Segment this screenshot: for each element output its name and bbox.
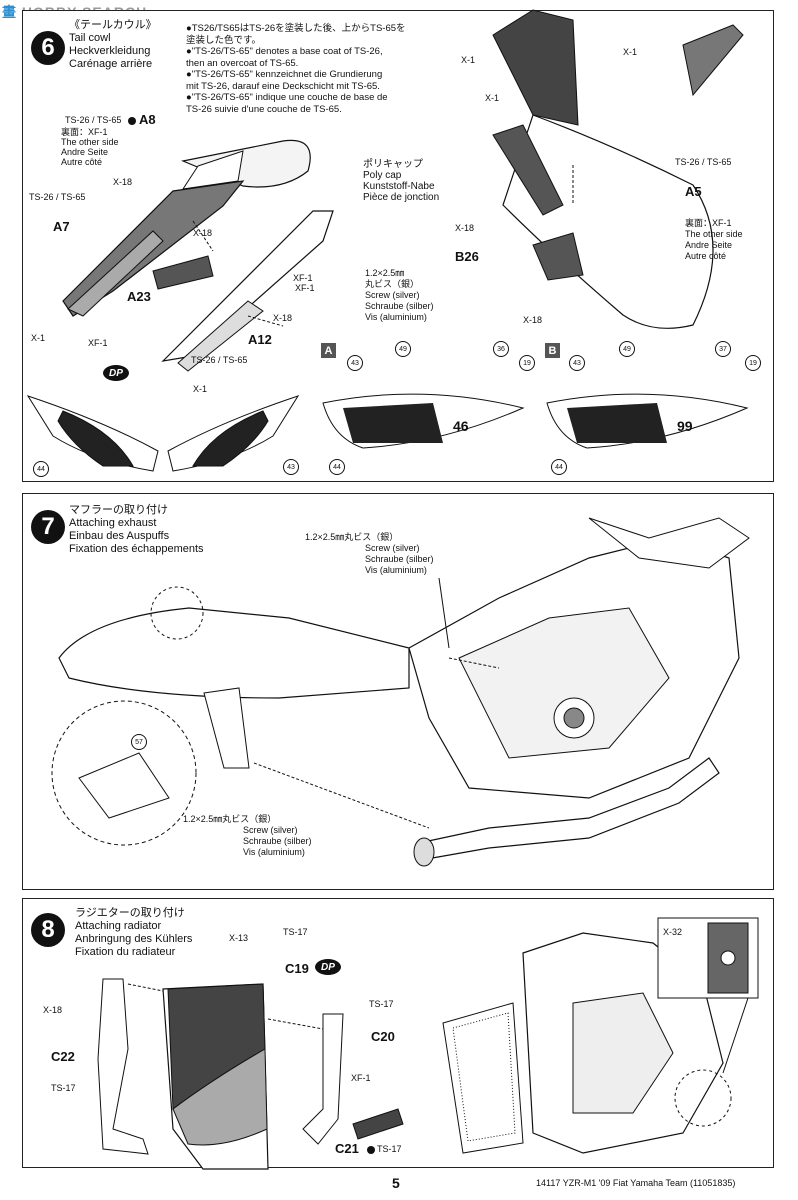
c21-paint-dot <box>367 1146 375 1154</box>
decal-a-43: 43 <box>347 355 363 371</box>
x18-label-d: X-18 <box>455 223 475 233</box>
ts17-label-b: TS-17 <box>369 999 394 1009</box>
decal-44-side: 44 <box>33 461 49 477</box>
screw-label-top: 1.2×2.5㎜丸ビス（銀） Screw (silver) Schraube (… <box>305 532 434 575</box>
c19-part-label: C19 <box>285 961 309 976</box>
tail-cowl-parts-drawing <box>62 139 334 372</box>
exhaust-assembly-drawing <box>51 517 750 867</box>
a8-paint-label: TS-26 / TS-65 <box>65 115 122 125</box>
decal-b-44: 44 <box>551 459 567 475</box>
footer-code: 14117 YZR-M1 '09 Fiat Yamaha Team (11051… <box>536 1178 736 1188</box>
tail-cowl-assembly-drawing <box>492 9 744 329</box>
step6-paint-notes: ●TS26/TS65はTS-26を塗装した後、上からTS-65を 塗装した色です… <box>186 23 406 115</box>
decal-43-side: 43 <box>283 459 299 475</box>
step7-panel: 7 マフラーの取り付け Attaching exhaust Einbau des… <box>22 493 774 890</box>
radiator-parts-drawing <box>97 978 404 1170</box>
screw-label-bottom: 1.2×2.5㎜丸ビス（銀） Screw (silver) Schraube (… <box>183 814 312 857</box>
xf1-label-a: XF-1 <box>293 273 313 283</box>
x18-label-c: X-18 <box>273 313 293 323</box>
decal-a-44: 44 <box>329 459 345 475</box>
b26-part-label: B26 <box>455 249 479 264</box>
x32-label: X-32 <box>663 927 683 937</box>
a12-part-label: A12 <box>248 332 272 347</box>
x13-label: X-13 <box>229 933 249 943</box>
variant-a-badge: A <box>321 343 336 358</box>
variant-b-decal-drawing: 99 <box>546 393 749 449</box>
decal-b-43: 43 <box>569 355 585 371</box>
x1-label-c: X-1 <box>461 55 476 65</box>
ts17-label-d: TS-17 <box>377 1144 402 1154</box>
xf1-label-step8: XF-1 <box>351 1073 371 1083</box>
variant-b-badge: B <box>545 343 560 358</box>
xf1-label-b: XF-1 <box>295 283 315 293</box>
c21-part-label: C21 <box>335 1141 359 1156</box>
step6-number: 6 <box>31 31 65 65</box>
step8-title: ラジエターの取り付け Attaching radiator Anbringung… <box>75 907 193 958</box>
x18-label-b: X-18 <box>193 228 213 238</box>
ts-paint-label: TS-26 / TS-65 <box>191 355 248 365</box>
c22-part-label: C22 <box>51 1049 75 1064</box>
decal-a-19: 19 <box>519 355 535 371</box>
a5-paint-label: TS-26 / TS-65 <box>675 157 732 167</box>
step6-title: 《テールカウル》 Tail cowl Heckverkleidung Carén… <box>69 19 157 70</box>
step7-title: マフラーの取り付け Attaching exhaust Einbau des A… <box>69 504 204 555</box>
x1-label-d: X-1 <box>623 47 638 57</box>
x18-label-e: X-18 <box>523 315 543 325</box>
dp-badge: DP <box>103 365 129 381</box>
step6-panel: 6 《テールカウル》 Tail cowl Heckverkleidung Car… <box>22 9 774 482</box>
ts17-label-a: TS-17 <box>283 927 308 937</box>
ts17-label-c: TS-17 <box>51 1083 76 1093</box>
a7-paint-label: TS-26 / TS-65 <box>29 192 86 202</box>
c19-dp-badge: DP <box>315 959 341 975</box>
a23-part-label: A23 <box>127 289 151 304</box>
decal-b-49: 49 <box>619 341 635 357</box>
step8-number: 8 <box>31 913 65 947</box>
decal-a-49: 49 <box>395 341 411 357</box>
decal-b-37: 37 <box>715 341 731 357</box>
a5-part-label: A5 <box>685 184 702 199</box>
page-number: 5 <box>392 1175 400 1191</box>
decal-57: 57 <box>131 734 147 750</box>
a8-part-label: A8 <box>139 112 156 127</box>
variant-a-decal-drawing: 46 <box>322 393 525 449</box>
decal-b-19: 19 <box>745 355 761 371</box>
c20-part-label: C20 <box>371 1029 395 1044</box>
x18-label-a: X-18 <box>113 177 133 187</box>
svg-text:99: 99 <box>677 418 693 434</box>
step8-panel: 8 ラジエターの取り付け Attaching radiator Anbringu… <box>22 898 774 1170</box>
side-decal-drawing <box>26 395 300 472</box>
a8-paint-dot <box>128 117 136 125</box>
x1-label-b: X-1 <box>193 384 208 394</box>
x1-label-e: X-1 <box>485 93 500 103</box>
a7-part-label: A7 <box>53 219 70 234</box>
radiator-assembly-drawing <box>442 917 759 1154</box>
x1-label-a: X-1 <box>31 333 46 343</box>
decal-a-36: 36 <box>493 341 509 357</box>
x18-label-step8: X-18 <box>43 1005 63 1015</box>
xf1-label-c: XF-1 <box>88 338 108 348</box>
step7-number: 7 <box>31 510 65 544</box>
svg-text:46: 46 <box>453 418 469 434</box>
